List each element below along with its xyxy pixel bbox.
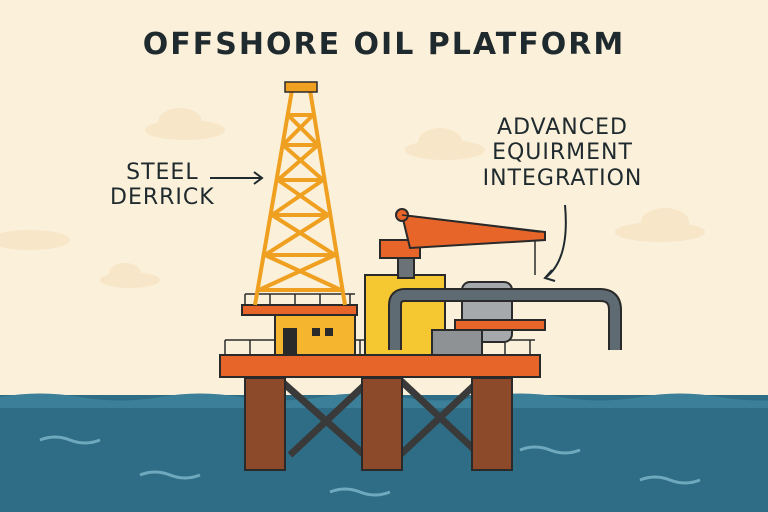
label-line: ADVANCED — [497, 115, 628, 140]
label-line: INTEGRATION — [482, 165, 643, 191]
label-advanced-equipment: ADVANCED EQUIRMENT INTEGRATION — [470, 115, 655, 191]
main-deck — [219, 354, 541, 378]
derrick — [253, 81, 347, 306]
label-line: DERRICK — [110, 185, 215, 211]
waves — [39, 435, 701, 497]
page-title: OFFSHORE OIL PLATFORM — [142, 27, 626, 62]
crane — [395, 208, 546, 275]
platform-legs — [244, 377, 513, 471]
label-line: EQUIRMENT — [492, 140, 633, 166]
label-steel-derrick: STEEL DERRICK — [110, 160, 215, 211]
arrow-equipment — [543, 204, 567, 282]
arrow-derrick — [210, 171, 264, 185]
clouds — [0, 108, 705, 288]
label-line: STEEL — [126, 160, 199, 185]
